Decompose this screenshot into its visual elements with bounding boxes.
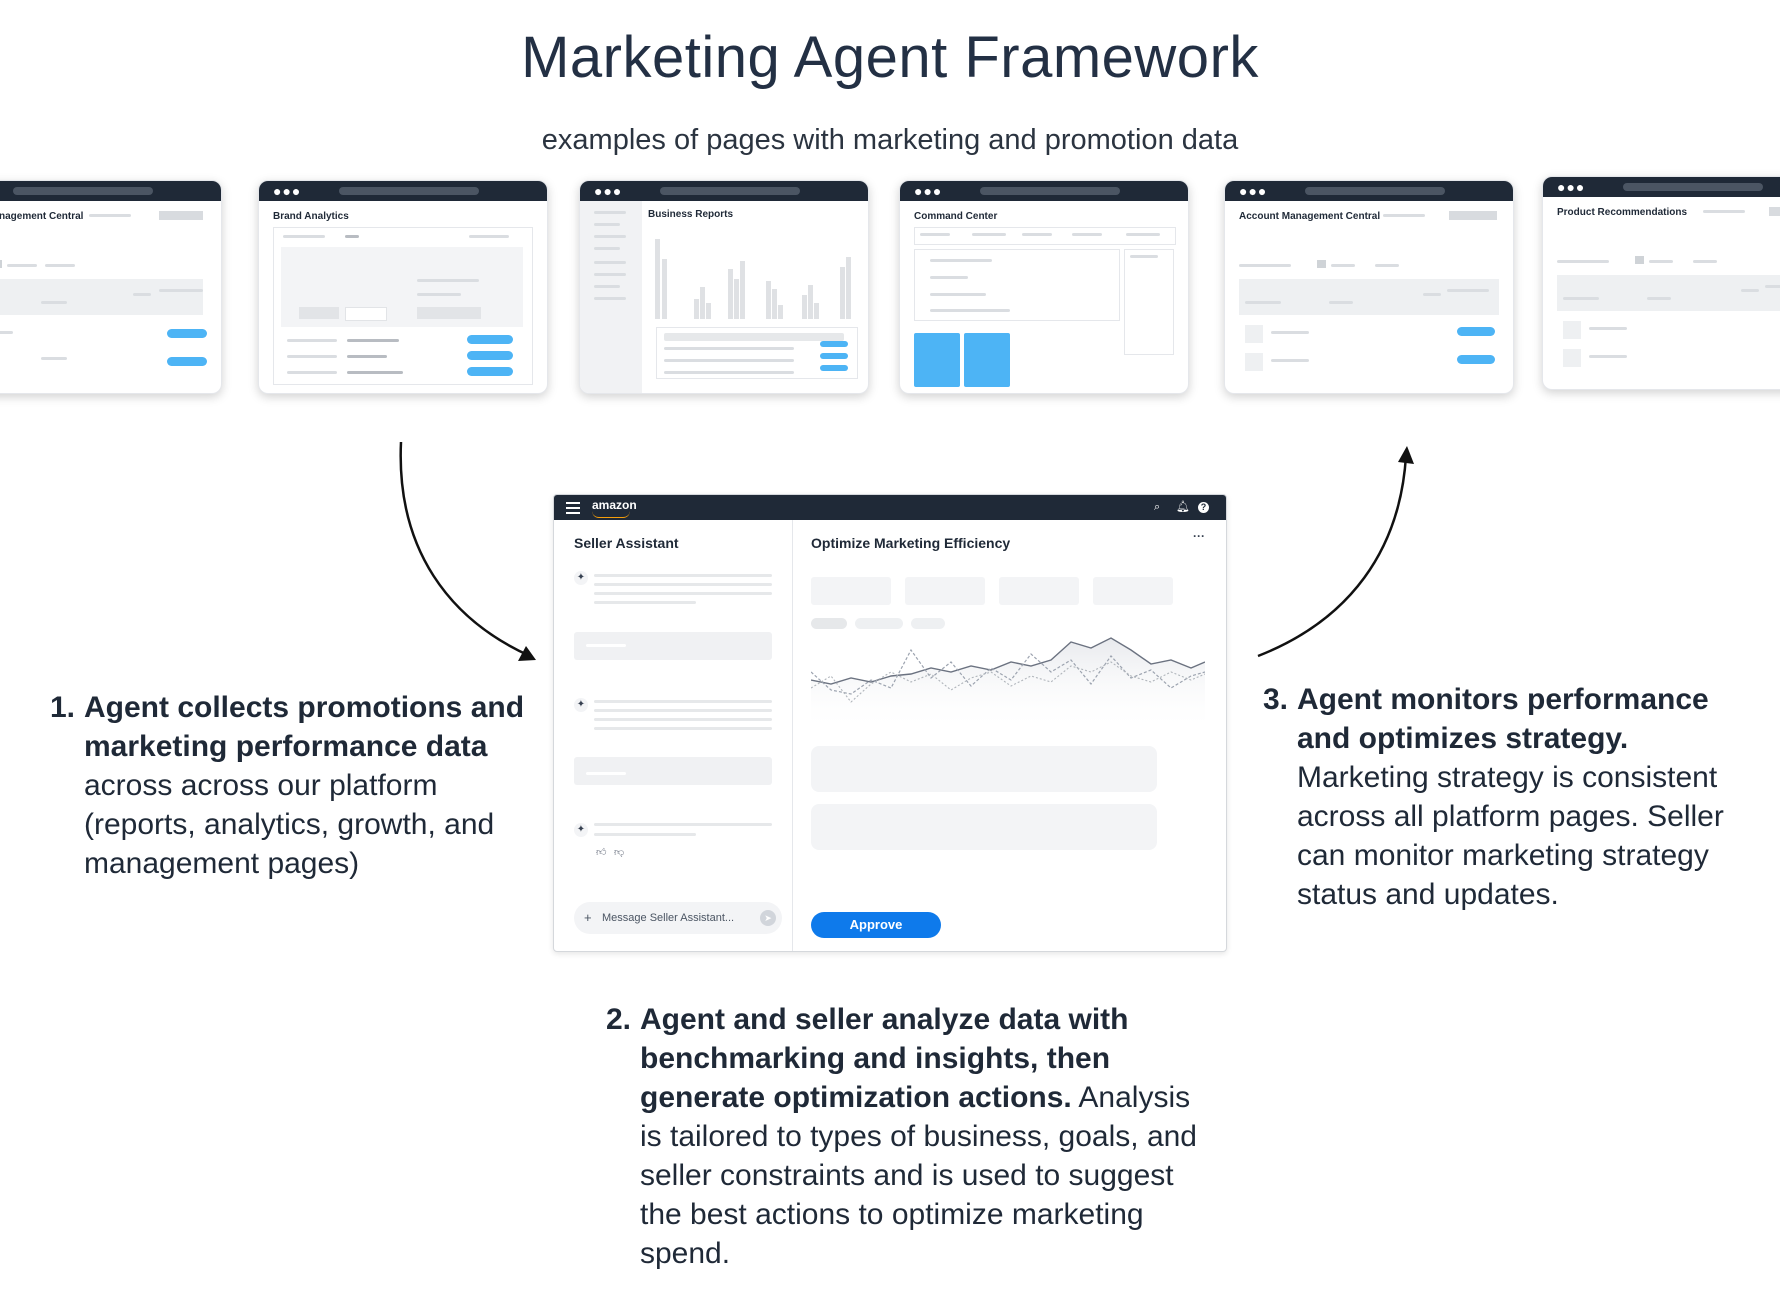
step-description: across across our platform (reports, ana… <box>84 769 495 880</box>
thumbnail-product-recommendations: ●●● Product Recommendations <box>1542 176 1780 390</box>
sparkle-icon: ✦ <box>574 823 588 837</box>
thumbnail-title: nagement Central <box>0 211 84 222</box>
step-description: Marketing strategy is consistent across … <box>1297 761 1724 911</box>
help-icon[interactable]: ? <box>1198 502 1209 513</box>
approve-button[interactable]: Approve <box>811 912 941 938</box>
thumbnail-title: Account Management Central <box>1239 211 1381 222</box>
thumbnail-title: Product Recommendations <box>1557 207 1688 218</box>
message-placeholder: Message Seller Assistant... <box>602 912 735 924</box>
step-heading: Agent collects promotions and marketing … <box>84 691 525 763</box>
logo-smile <box>592 511 630 518</box>
step-number: 2. <box>606 1003 632 1036</box>
bell-icon[interactable]: 🔔︎ <box>1176 501 1190 513</box>
sparkle-icon: ✦ <box>574 698 588 712</box>
thumbnail-brand-analytics: ●●● Brand Analytics <box>258 180 548 394</box>
thumbnail-command-center: ●●● Command Center <box>899 180 1189 394</box>
hamburger-icon[interactable] <box>566 502 580 517</box>
thumbnail-title: Brand Analytics <box>273 211 349 222</box>
mini-bar-chart <box>655 239 851 319</box>
assistant-pane: Seller Assistant ✦ ✦ ✦ 👍︎ 👎︎ + Message S… <box>554 520 793 951</box>
thumbnail-title: Command Center <box>914 211 998 222</box>
step-2-caption: 2. Agent and seller analyze data with be… <box>606 1000 1220 1273</box>
arrow-collect-to-analyze <box>399 441 536 661</box>
page-title: Marketing Agent Framework <box>521 25 1259 90</box>
step-1-caption: 1. Agent collects promotions and marketi… <box>50 688 554 883</box>
amazon-logo: amazon <box>592 498 637 512</box>
page-subtitle: examples of pages with marketing and pro… <box>541 124 1239 156</box>
step-heading: Agent and seller analyze data with bench… <box>640 1003 1129 1114</box>
step-number: 1. <box>50 691 76 724</box>
step-number: 3. <box>1263 683 1289 716</box>
step-heading: Agent monitors performance and optimizes… <box>1297 683 1709 755</box>
thumbs-down-icon[interactable]: 👎︎ <box>614 847 625 858</box>
thumbs-up-icon[interactable]: 👍︎ <box>596 847 607 858</box>
plus-icon[interactable]: + <box>584 910 592 925</box>
step-description: Analysis is tailored to types of busines… <box>640 1081 1197 1270</box>
mockup-top-bar: amazon ⌕ 🔔︎ ? <box>554 495 1226 520</box>
thumbnail-business-reports: ●●● Business Reports <box>579 180 869 394</box>
send-icon[interactable]: ➤ <box>760 910 776 926</box>
sparkle-icon: ✦ <box>574 571 588 585</box>
thumbnail-management-central-left: nagement Central <box>0 180 222 394</box>
step-3-caption: 3. Agent monitors performance and optimi… <box>1263 680 1747 914</box>
search-icon[interactable]: ⌕ <box>1154 501 1161 513</box>
optimize-pane: Optimize Marketing Efficiency ··· Approv… <box>793 520 1226 951</box>
message-input[interactable]: + Message Seller Assistant... ➤ <box>574 902 782 934</box>
arrow-analyze-to-monitor <box>1257 446 1414 658</box>
assistant-title: Seller Assistant <box>574 535 679 551</box>
seller-assistant-mockup: amazon ⌕ 🔔︎ ? Seller Assistant ✦ ✦ ✦ 👍︎ … <box>553 494 1227 952</box>
optimize-title: Optimize Marketing Efficiency <box>811 535 1011 551</box>
thumbnail-title: Business Reports <box>648 209 734 220</box>
thumbnail-account-management-central: ●●● Account Management Central <box>1224 180 1514 394</box>
performance-line-chart <box>811 637 1205 732</box>
more-options-icon[interactable]: ··· <box>1193 529 1205 543</box>
